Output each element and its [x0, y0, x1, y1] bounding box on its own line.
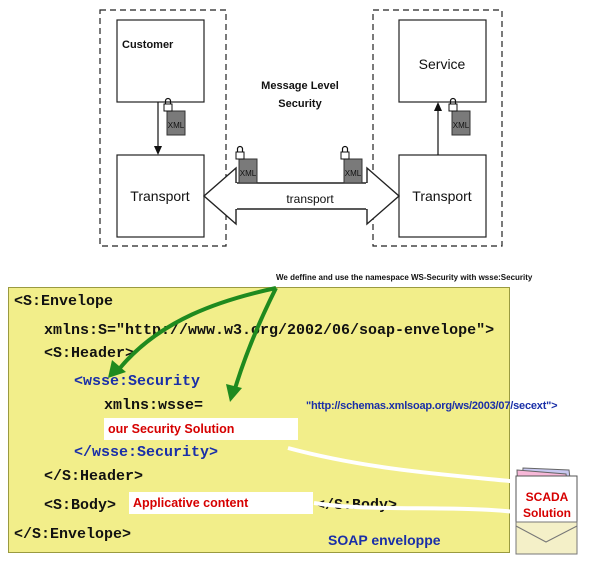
scada-solution-label: SCADA Solution: [521, 489, 573, 521]
service-box: [398, 19, 487, 103]
xmlns-s-line: xmlns:S="http://www.w3.org/2002/06/soap-…: [44, 322, 495, 339]
applicative-content-box: Applicative content: [129, 492, 313, 514]
message-security-diagram: Customer Service Transport Transport tra…: [99, 9, 503, 247]
xmlns-wsse-prefix: xmlns:wsse=: [104, 397, 204, 414]
svg-text:XML: XML: [345, 169, 362, 178]
body-close-tag: </S:Body>: [316, 497, 398, 514]
locked-xml-doc-icon: XML: [163, 97, 186, 136]
security-close-tag-text: </wsse:Security>: [74, 444, 219, 461]
security-close-tag: </wsse:Security>: [74, 444, 218, 461]
customer-box: [116, 19, 205, 103]
locked-xml-doc-icon: XML: [235, 145, 258, 184]
transport-left-label: Transport: [130, 188, 190, 204]
customer-down-arrowhead: [154, 146, 162, 155]
transport-double-arrow: [202, 166, 401, 226]
header-close-tag: </S:Header>: [44, 468, 144, 485]
svg-text:XML: XML: [240, 169, 257, 178]
namespace-annotation: We deffine and use the namespace WS-Secu…: [276, 273, 533, 282]
svg-text:XML: XML: [168, 121, 185, 130]
scada-line1: SCADA: [525, 490, 569, 504]
header-open-tag: <S:Header>: [44, 345, 135, 362]
customer-label: Customer: [122, 39, 174, 51]
body-open-tag: <S:Body>: [44, 497, 117, 514]
envelope-close-tag: </S:Envelope>: [14, 526, 132, 543]
security-open-tag-text: <wsse:Security: [74, 373, 201, 390]
transport-arrow-label: transport: [286, 192, 334, 206]
security-solution-box: our Security Solution: [104, 418, 298, 440]
xmlns-wsse-line: xmlns:wsse=: [104, 397, 203, 414]
message-level-security-line2: Security: [278, 98, 322, 110]
envelope-open-tag: <S:Envelope: [14, 293, 114, 310]
transport-left-box: [116, 154, 205, 238]
service-label: Service: [419, 56, 466, 72]
service-dashed-container: [372, 9, 503, 247]
svg-text:XML: XML: [453, 121, 470, 130]
xmlns-wsse-url: "http://schemas.xmlsoap.org/ws/2003/07/s…: [306, 400, 558, 412]
customer-dashed-container: [99, 9, 227, 247]
soap-envelope-label: SOAP enveloppe: [328, 532, 441, 548]
xmlns-wsse-url-text: "http://schemas.xmlsoap.org/ws/2003/07/s…: [306, 400, 558, 412]
locked-xml-doc-icon: XML: [340, 145, 363, 184]
security-open-tag: <wsse:Security: [74, 373, 200, 390]
transport-right-label: Transport: [412, 188, 472, 204]
locked-xml-doc-icon: XML: [448, 97, 471, 136]
service-up-arrowhead: [434, 102, 442, 111]
message-level-security-line1: Message Level: [261, 80, 339, 92]
scada-line2: Solution: [523, 506, 571, 520]
